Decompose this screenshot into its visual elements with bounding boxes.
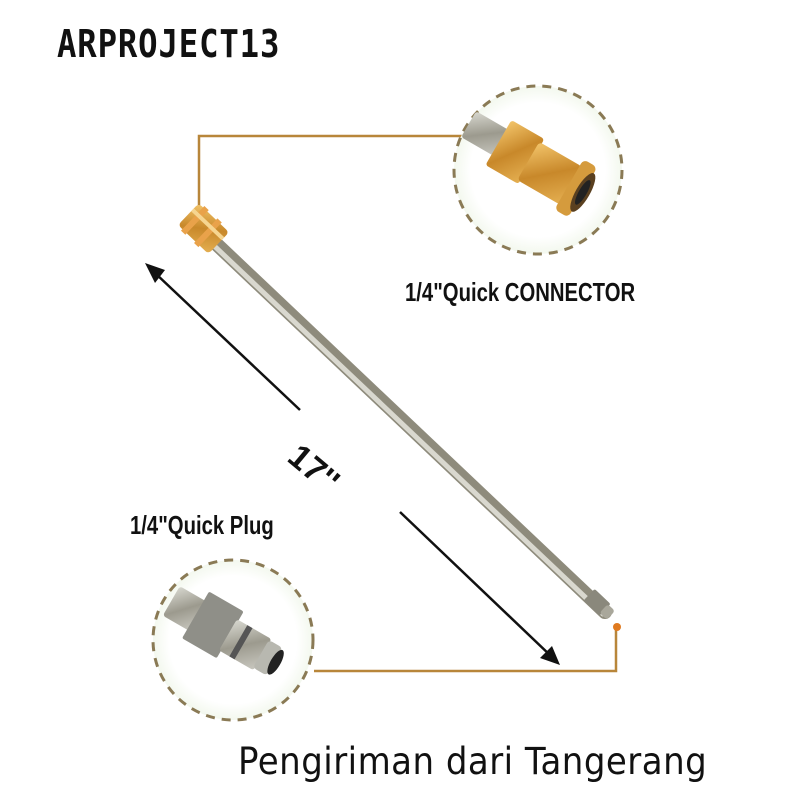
connector-callout-label: 1/4"Quick CONNECTOR: [405, 277, 636, 307]
brand-logo-text: ARPROJECT13: [57, 22, 281, 66]
dimension-arrow: [145, 263, 560, 665]
connector-detail-circle: [452, 84, 624, 256]
leader-line-connector: [197, 134, 462, 213]
shipping-origin-text: Pengiriman dari Tangerang: [238, 740, 708, 783]
extension-wand: [179, 204, 614, 619]
plug-callout-label: 1/4"Quick Plug: [130, 510, 274, 540]
plug-detail-circle: [151, 558, 315, 722]
leader-line-plug: [314, 623, 621, 673]
